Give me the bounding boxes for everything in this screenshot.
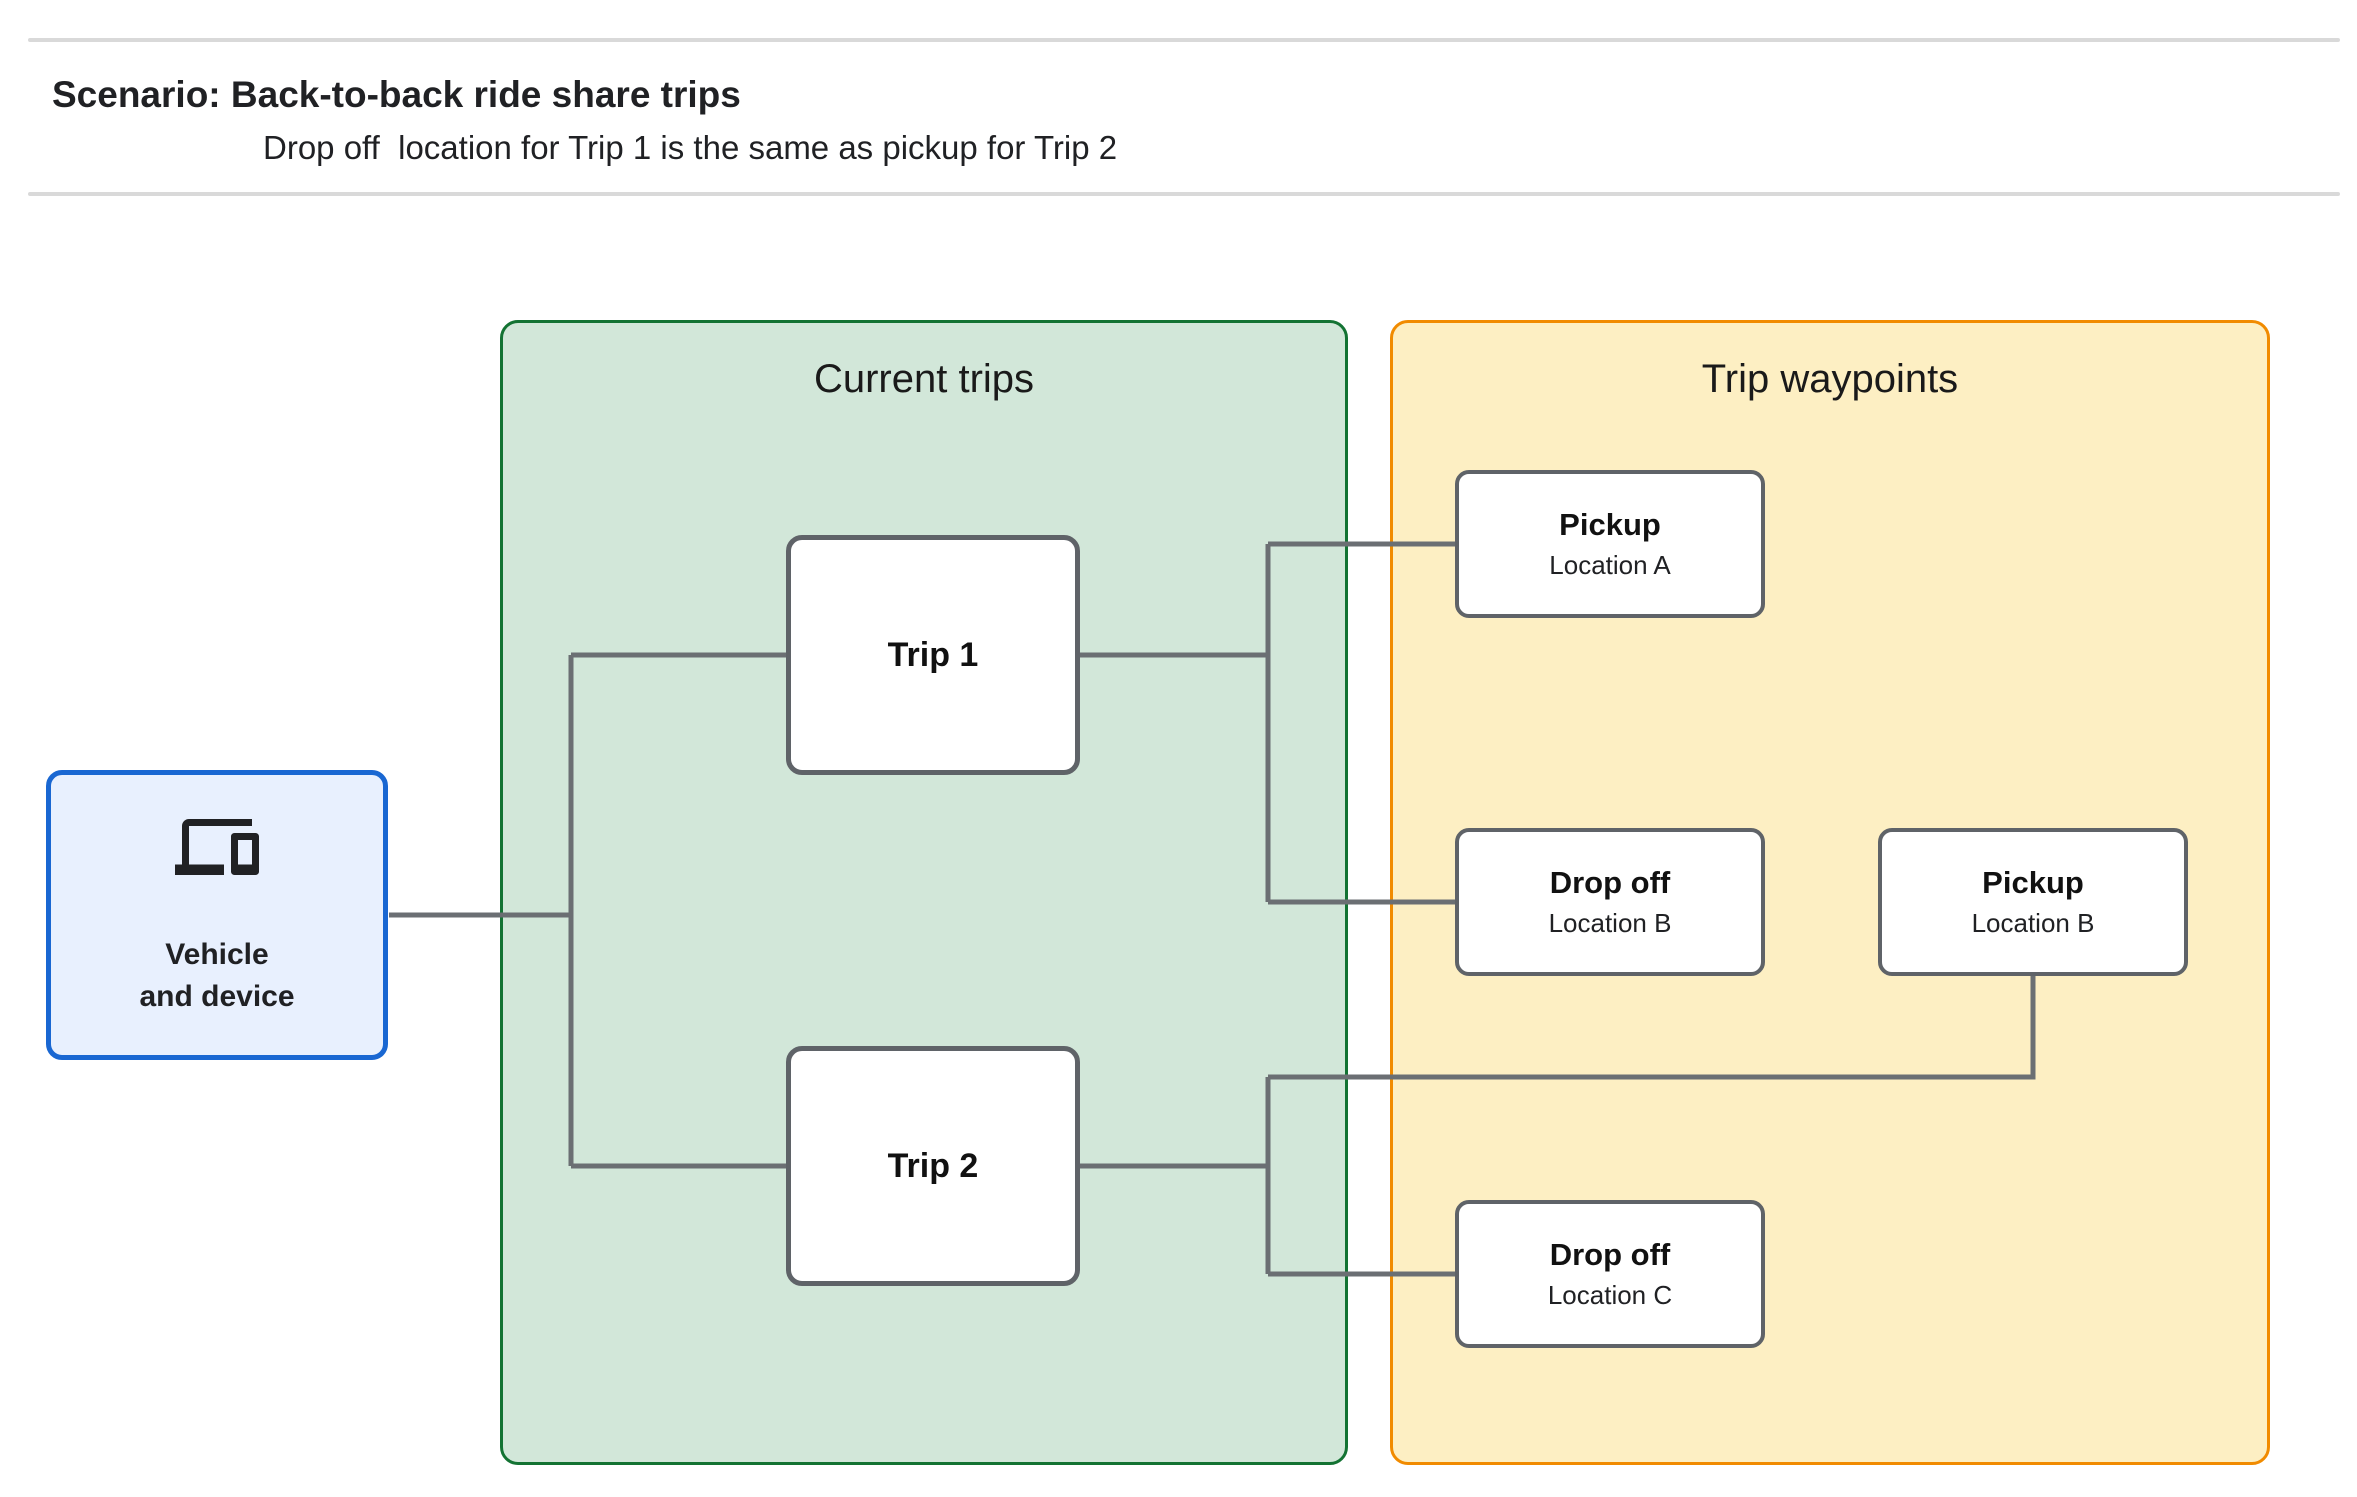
dropoff-b-title: Drop off [1549,865,1671,901]
devices-icon [175,805,259,889]
vehicle-label-line1: Vehicle [165,937,269,971]
page-title: Scenario: Back-to-back ride share trips [52,74,741,115]
trip-1-label: Trip 1 [887,635,979,674]
top-divider [28,38,2340,42]
pickup-b-title: Pickup [1982,865,2084,901]
page-subtitle: Drop off location for Trip 1 is the same… [263,129,1118,166]
current-trips-title: Current trips [813,357,1035,401]
dropoff-c-location: Location C [1547,1280,1673,1311]
vehicle-node: Vehicle and device [46,770,388,1060]
trip-1-node: Trip 1 [786,535,1080,775]
pickup-a-title: Pickup [1559,507,1661,543]
vehicle-label-line2: and device [139,980,295,1014]
pickup-a-location: Location A [1549,550,1671,581]
pickup-location-a-node: Pickup Location A [1455,470,1765,618]
dropoff-c-title: Drop off [1549,1237,1671,1273]
vehicle-node-label: Vehicle and device [139,934,294,1019]
trip-waypoints-title: Trip waypoints [1701,357,1959,401]
pickup-location-b-node: Pickup Location B [1878,828,2188,976]
header-divider [28,192,2340,196]
dropoff-b-location: Location B [1548,908,1672,939]
trip-2-node: Trip 2 [786,1046,1080,1286]
dropoff-location-b-node: Drop off Location B [1455,828,1765,976]
connector-pickup-b-to-junction [1268,976,2036,1080]
pickup-b-location: Location B [1971,908,2095,939]
dropoff-location-c-node: Drop off Location C [1455,1200,1765,1348]
trip-2-label: Trip 2 [887,1146,979,1185]
